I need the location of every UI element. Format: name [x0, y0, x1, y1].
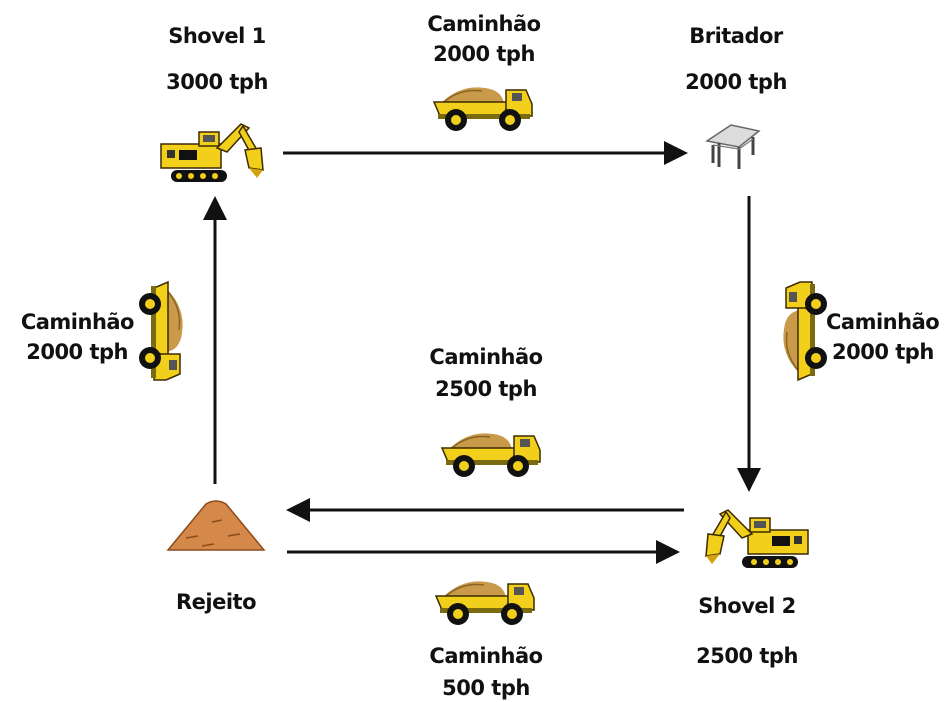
bottom-link-rate: 500 tph [442, 676, 530, 700]
bottom-link-name: Caminhão [429, 644, 543, 668]
dump-truck-icon [433, 86, 533, 132]
shovel2-name: Shovel 2 [698, 594, 796, 618]
dump-truck-icon [138, 281, 184, 381]
left-link-name: Caminhão [20, 310, 135, 334]
top-link-rate: 2000 tph [433, 42, 535, 66]
britador-name: Britador [689, 24, 783, 48]
waste-pile-icon [166, 500, 266, 551]
middle-link-rate: 2500 tph [435, 377, 537, 401]
dump-truck-icon [435, 580, 535, 626]
shovel2-rate: 2500 tph [696, 644, 798, 668]
britador-rate: 2000 tph [685, 70, 787, 94]
right-link-rate: 2000 tph [832, 340, 934, 364]
shovel1-rate: 3000 tph [166, 70, 268, 94]
shovel1-name: Shovel 1 [168, 24, 266, 48]
shovel-excavator-icon [160, 123, 264, 183]
dump-truck-icon [782, 281, 828, 381]
top-link-name: Caminhão [427, 12, 541, 36]
dump-truck-icon [441, 432, 541, 478]
shovel-excavator-icon [705, 509, 809, 569]
crusher-shed-icon [705, 123, 761, 171]
left-link-rate: 2000 tph [26, 340, 128, 364]
rejeito-name: Rejeito [175, 590, 257, 614]
right-link-name: Caminhão [826, 310, 940, 334]
middle-link-name: Caminhão [429, 345, 543, 369]
